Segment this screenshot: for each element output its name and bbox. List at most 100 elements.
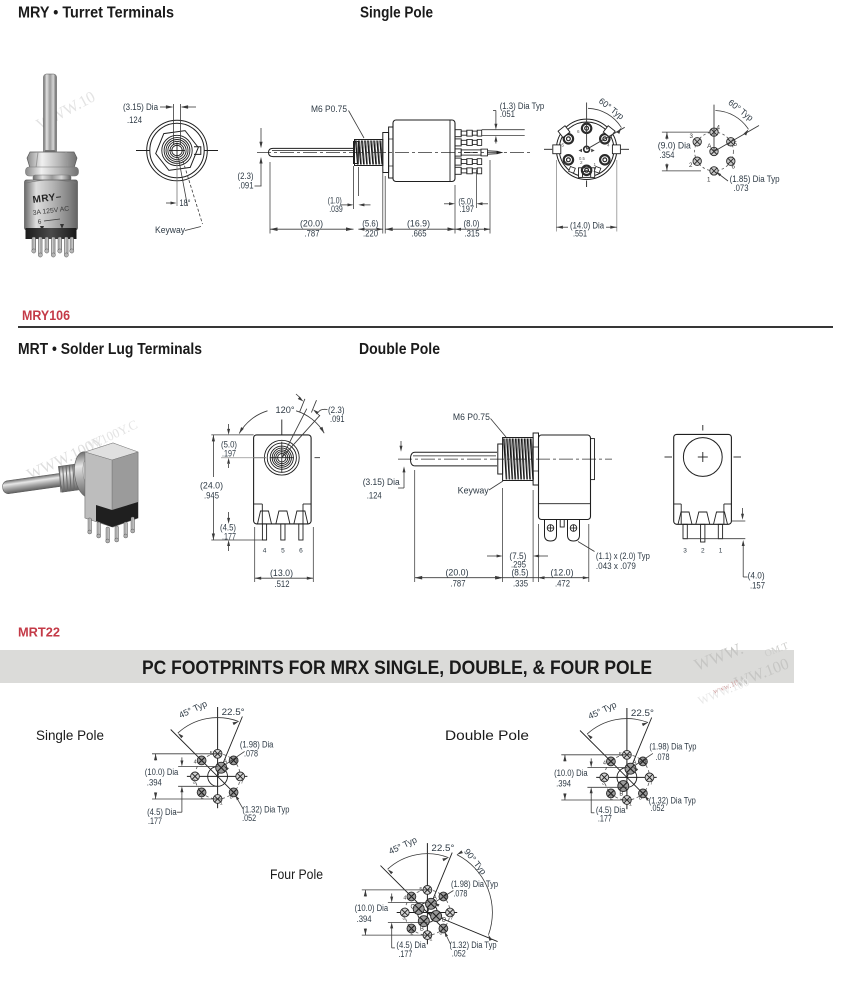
svg-text:.354: .354 — [659, 150, 674, 160]
svg-text:Single Pole: Single Pole — [36, 728, 104, 743]
svg-text:8: 8 — [230, 794, 233, 800]
svg-text:5: 5 — [562, 143, 565, 148]
svg-text:.787: .787 — [305, 229, 320, 239]
svg-text:(16.9): (16.9) — [407, 219, 430, 229]
svg-text:M6 P0.75: M6 P0.75 — [311, 104, 347, 114]
svg-text:B: B — [619, 792, 623, 798]
svg-text:.124: .124 — [367, 491, 382, 501]
svg-text:3A 125V AC: 3A 125V AC — [32, 206, 69, 217]
svg-text:(1.32) Dia Typ: (1.32) Dia Typ — [649, 796, 696, 806]
svg-text:2: 2 — [610, 795, 613, 801]
svg-text:MRY • Turret Terminals: MRY • Turret Terminals — [18, 5, 174, 22]
svg-text:.078: .078 — [244, 749, 258, 759]
svg-text:5: 5 — [281, 548, 285, 555]
svg-text:1: 1 — [220, 800, 223, 806]
svg-text:(1.85) Dia Typ: (1.85) Dia Typ — [730, 174, 780, 184]
svg-text:(7.5): (7.5) — [509, 551, 526, 561]
svg-text:.177: .177 — [222, 532, 236, 542]
svg-text:(10.0) Dia: (10.0) Dia — [355, 903, 389, 913]
svg-text:A: A — [707, 143, 712, 150]
svg-text:(4.5): (4.5) — [220, 523, 236, 533]
svg-text:3: 3 — [690, 133, 694, 140]
svg-text:Keyway: Keyway — [458, 486, 490, 496]
svg-text:3: 3 — [565, 160, 568, 165]
svg-text:.043 x .079: .043 x .079 — [596, 561, 636, 571]
svg-text:22.5°: 22.5° — [431, 843, 454, 853]
svg-text:.787: .787 — [451, 579, 466, 589]
svg-text:.157: .157 — [750, 581, 765, 591]
svg-text:6: 6 — [577, 129, 580, 134]
svg-text:3: 3 — [683, 548, 687, 555]
svg-text:.335: .335 — [513, 579, 528, 589]
svg-text:(5.6): (5.6) — [362, 219, 378, 229]
svg-text:.512: .512 — [275, 579, 290, 589]
svg-text:4: 4 — [717, 125, 721, 132]
svg-text:(24.0): (24.0) — [200, 481, 223, 491]
svg-text:.394: .394 — [147, 778, 162, 788]
svg-text:(4.0): (4.0) — [748, 571, 765, 581]
svg-text:PC FOOTPRINTS FOR MRX SINGLE,: PC FOOTPRINTS FOR MRX SINGLE, DOUBLE, & … — [142, 657, 652, 679]
svg-text:6: 6 — [236, 758, 239, 764]
svg-text:.052: .052 — [242, 813, 256, 823]
svg-text:(10.0) Dia: (10.0) Dia — [554, 768, 588, 778]
svg-text:.295: .295 — [511, 559, 526, 569]
svg-text:7: 7 — [450, 916, 453, 922]
svg-text:MRT22: MRT22 — [18, 626, 60, 640]
svg-text:(1.1) x (2.0) Typ: (1.1) x (2.0) Typ — [596, 551, 650, 561]
svg-text:(2.3): (2.3) — [328, 405, 345, 415]
svg-text:(1.98) Dia: (1.98) Dia — [240, 740, 274, 750]
svg-text:(1.32) Dia Typ: (1.32) Dia Typ — [242, 805, 289, 815]
svg-text:(20.0): (20.0) — [446, 568, 469, 578]
svg-text:.197: .197 — [222, 449, 236, 459]
svg-text:(5.0): (5.0) — [221, 439, 237, 449]
svg-text:(1.98) Dia Typ: (1.98) Dia Typ — [649, 742, 696, 752]
svg-text:MRY–: MRY– — [32, 191, 63, 206]
svg-text:.472: .472 — [555, 579, 570, 589]
svg-text:1: 1 — [707, 177, 711, 184]
svg-text:18°: 18° — [180, 198, 191, 208]
svg-text:8: 8 — [439, 931, 442, 937]
svg-text:(12.0): (12.0) — [551, 568, 574, 578]
svg-text:.220: .220 — [363, 229, 378, 239]
svg-text:4: 4 — [403, 896, 406, 902]
svg-text:.091: .091 — [239, 181, 254, 191]
svg-text:(14.0) Dia: (14.0) Dia — [570, 220, 604, 230]
svg-text:(9.0) Dia: (9.0) Dia — [658, 141, 691, 151]
svg-text:.078: .078 — [453, 888, 467, 898]
svg-text:4: 4 — [603, 760, 606, 766]
svg-text:.945: .945 — [204, 491, 219, 501]
svg-text:A: A — [632, 760, 636, 766]
svg-text:(20.0): (20.0) — [300, 219, 323, 229]
svg-text:.315: .315 — [465, 229, 480, 239]
svg-text:.394: .394 — [357, 914, 372, 924]
svg-text:4: 4 — [263, 548, 267, 555]
svg-text:Keyway: Keyway — [155, 225, 186, 235]
svg-text:M6 P0.75: M6 P0.75 — [453, 412, 490, 422]
svg-text:3: 3 — [602, 780, 605, 786]
svg-text:2: 2 — [410, 931, 413, 937]
svg-text:(4.5) Dia: (4.5) Dia — [147, 807, 177, 817]
svg-text:(8.0): (8.0) — [464, 219, 480, 229]
svg-text:22.5°: 22.5° — [222, 707, 245, 717]
svg-text:6: 6 — [37, 219, 42, 226]
svg-text:2: 2 — [689, 162, 693, 169]
svg-text:(2.3): (2.3) — [238, 171, 254, 181]
svg-text:7: 7 — [650, 780, 653, 786]
svg-text:.124: .124 — [127, 115, 142, 125]
svg-text:.177: .177 — [598, 814, 612, 824]
svg-text:B: B — [420, 927, 424, 933]
svg-text:.551: .551 — [573, 229, 587, 239]
svg-text:0.5: 0.5 — [579, 156, 585, 161]
svg-text:8: 8 — [639, 795, 642, 801]
svg-text:4: 4 — [607, 143, 610, 148]
svg-text:(1.32) Dia Typ: (1.32) Dia Typ — [450, 940, 497, 950]
svg-text:.177: .177 — [148, 816, 162, 826]
svg-text:1: 1 — [594, 162, 597, 167]
svg-text:1: 1 — [719, 548, 723, 555]
svg-text:Double Pole: Double Pole — [445, 728, 529, 743]
svg-text:.039: .039 — [329, 204, 343, 214]
svg-text:6: 6 — [299, 548, 303, 555]
svg-text:Single Pole: Single Pole — [360, 5, 433, 22]
svg-text:(10.0) Dia: (10.0) Dia — [145, 767, 179, 777]
svg-text:2: 2 — [201, 794, 204, 800]
